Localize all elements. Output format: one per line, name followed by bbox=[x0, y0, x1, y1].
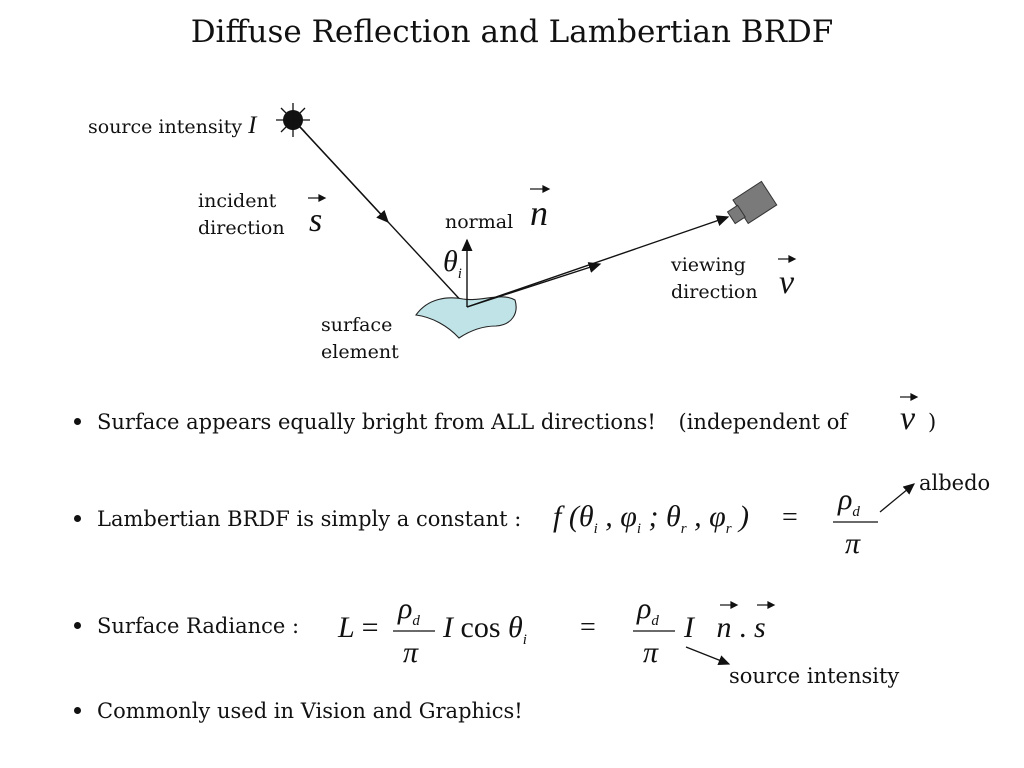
albedo-pointer bbox=[879, 483, 916, 513]
bullet-dot bbox=[74, 707, 81, 714]
bullet-dot bbox=[74, 418, 81, 425]
camera-icon bbox=[726, 180, 778, 225]
radiance-pi-2: π bbox=[643, 636, 659, 669]
bullet-dot bbox=[74, 515, 81, 522]
viewing-ray bbox=[466, 215, 730, 308]
vector-marks bbox=[308, 185, 919, 609]
source-intensity-annotation: source intensity bbox=[729, 664, 900, 688]
radiance-rho-2: ρd bbox=[637, 592, 659, 629]
radiance-cos-term: I cos θi bbox=[443, 611, 527, 648]
source-intensity-pointer bbox=[685, 646, 731, 666]
bullet-vision-graphics: Commonly used in Vision and Graphics! bbox=[74, 699, 523, 723]
brdf-equals: = bbox=[782, 502, 798, 533]
viewing-direction-label: viewing direction bbox=[671, 254, 758, 303]
viewing-vector-symbol: v bbox=[779, 264, 795, 301]
normal-label: normal bbox=[445, 211, 514, 233]
brdf-formula-lhs: f (θi , φi ; θr , φr ) bbox=[553, 500, 750, 537]
incident-ray bbox=[299, 126, 467, 307]
bullet-surface-radiance: Surface Radiance : bbox=[74, 614, 299, 638]
brdf-rho: ρd bbox=[838, 483, 860, 520]
light-source-icon bbox=[276, 103, 310, 137]
bullet-lambertian-brdf: Lambertian BRDF is simply a constant : bbox=[74, 507, 521, 531]
radiance-rho-1: ρd bbox=[398, 592, 420, 629]
bullet-dot bbox=[74, 622, 81, 629]
radiance-dot-product: I n . s bbox=[684, 611, 766, 644]
incident-vector-symbol: s bbox=[309, 202, 323, 239]
radiance-pi-1: π bbox=[403, 636, 419, 669]
source-intensity-label: source intensity I bbox=[88, 112, 257, 139]
surface-element-shape bbox=[415, 296, 517, 339]
surface-element-label: surface element bbox=[321, 314, 399, 363]
bullet-equally-bright: Surface appears equally bright from ALL … bbox=[74, 410, 847, 434]
slide-title: Diffuse Reflection and Lambertian BRDF bbox=[190, 14, 834, 50]
radiance-L: L = bbox=[338, 611, 379, 644]
normal-vector-symbol: n bbox=[530, 193, 548, 233]
independent-v-symbol: v bbox=[900, 400, 916, 437]
fraction-bars bbox=[393, 521, 878, 632]
incidence-angle-label: θi bbox=[443, 245, 462, 282]
aside-close-paren: ) bbox=[928, 410, 937, 434]
brdf-pi: π bbox=[845, 527, 861, 560]
incident-direction-label: incident direction bbox=[198, 190, 285, 239]
radiance-equals: = bbox=[580, 612, 596, 643]
albedo-annotation: albedo bbox=[919, 471, 991, 495]
